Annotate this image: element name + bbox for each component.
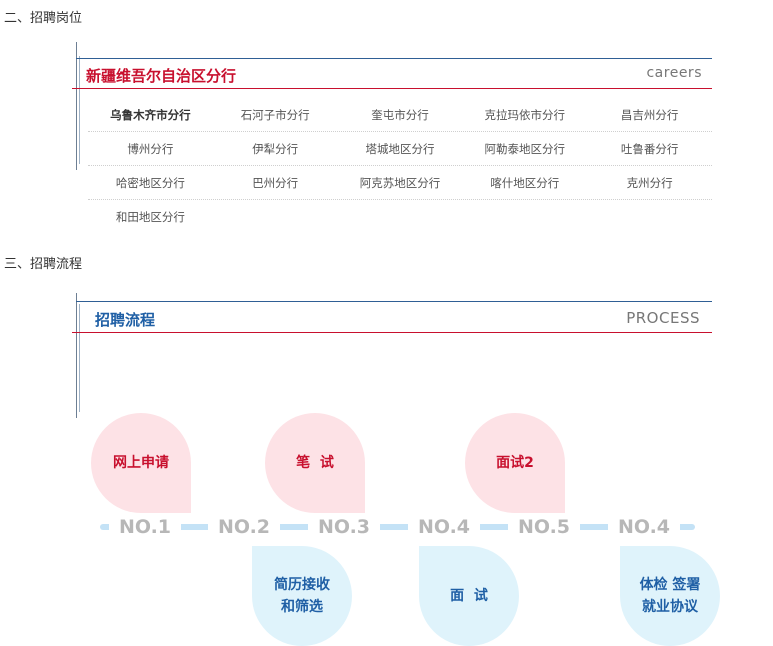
positions-card-subtitle: careers [646,65,702,81]
card-bottom-line [72,88,712,89]
branch-link[interactable]: 乌鲁木齐市分行 [110,107,191,122]
positions-card: 新疆维吾尔自治区分行 careers 乌鲁木齐市分行 石河子市分行 奎屯市分行 … [0,0,773,230]
step-number: NO.5 [508,513,580,541]
branch-row: 乌鲁木齐市分行 石河子市分行 奎屯市分行 克拉玛依市分行 昌吉州分行 [88,98,712,132]
branch-link[interactable]: 和田地区分行 [115,209,185,224]
step-bubble-written-test: 笔 试 [265,413,365,513]
process-vline-dark [76,293,77,418]
branch-link[interactable]: 石河子市分行 [240,107,310,122]
step-number: NO.2 [208,513,280,541]
branch-link[interactable]: 伊犁分行 [252,141,299,156]
section-title-process: 三、招聘流程 [4,257,83,272]
branch-link[interactable]: 吐鲁番分行 [620,141,679,156]
branch-link[interactable]: 克拉玛依市分行 [484,107,566,122]
step-bubble-line: 简历接收 [274,577,330,593]
card-vline-light [79,56,80,164]
step-bubble-interview: 面 试 [419,546,519,646]
section-title-positions: 二、招聘岗位 [4,11,83,26]
step-number: NO.4 [608,513,680,541]
step-bubble-line: 和筛选 [281,599,323,615]
branch-link[interactable]: 奎屯市分行 [371,107,429,122]
process-card-title: 招聘流程 [95,311,156,329]
process-card-subtitle: PROCESS [626,309,700,327]
branch-row: 博州分行 伊犁分行 塔城地区分行 阿勒泰地区分行 吐鲁番分行 [88,132,712,166]
branch-link[interactable]: 巴州分行 [252,175,299,190]
branch-grid: 乌鲁木齐市分行 石河子市分行 奎屯市分行 克拉玛依市分行 昌吉州分行 博州分行 … [88,98,712,233]
card-vline-dark [76,42,77,170]
process-vline-light [79,304,80,412]
positions-card-title: 新疆维吾尔自治区分行 [86,67,237,85]
step-bubble-line: 面 试 [450,588,488,604]
step-number: NO.1 [109,513,181,541]
process-top-line [76,301,712,302]
process-bottom-line [72,332,712,333]
branch-link[interactable]: 阿克苏地区分行 [359,175,441,190]
step-bubble-medical-agreement: 体检 签署 就业协议 [620,546,720,646]
step-bubble-interview-2: 面试2 [465,413,565,513]
step-bubble-label: 面试2 [496,455,534,471]
step-bubble-label: 笔 试 [296,455,334,471]
branch-link[interactable]: 喀什地区分行 [490,175,560,190]
branch-link[interactable]: 阿勒泰地区分行 [484,141,566,156]
step-bubble-apply: 网上申请 [91,413,191,513]
step-number: NO.3 [308,513,380,541]
branch-row: 哈密地区分行 巴州分行 阿克苏地区分行 喀什地区分行 克州分行 [88,166,712,200]
card-top-line [76,58,712,59]
branch-link[interactable]: 昌吉州分行 [620,107,679,122]
branch-row: 和田地区分行 [88,200,712,233]
step-bubble-resume-screening: 简历接收 和筛选 [252,546,352,646]
branch-link[interactable]: 克州分行 [626,175,673,190]
process-track-bar [100,524,695,530]
step-bubble-label: 网上申请 [113,455,169,471]
step-bubble-line: 就业协议 [642,599,698,615]
step-number: NO.4 [408,513,480,541]
branch-link[interactable]: 博州分行 [127,141,174,156]
branch-link[interactable]: 哈密地区分行 [115,175,185,190]
step-bubble-line: 体检 签署 [639,577,701,593]
branch-link[interactable]: 塔城地区分行 [365,141,435,156]
process-track [100,521,695,533]
